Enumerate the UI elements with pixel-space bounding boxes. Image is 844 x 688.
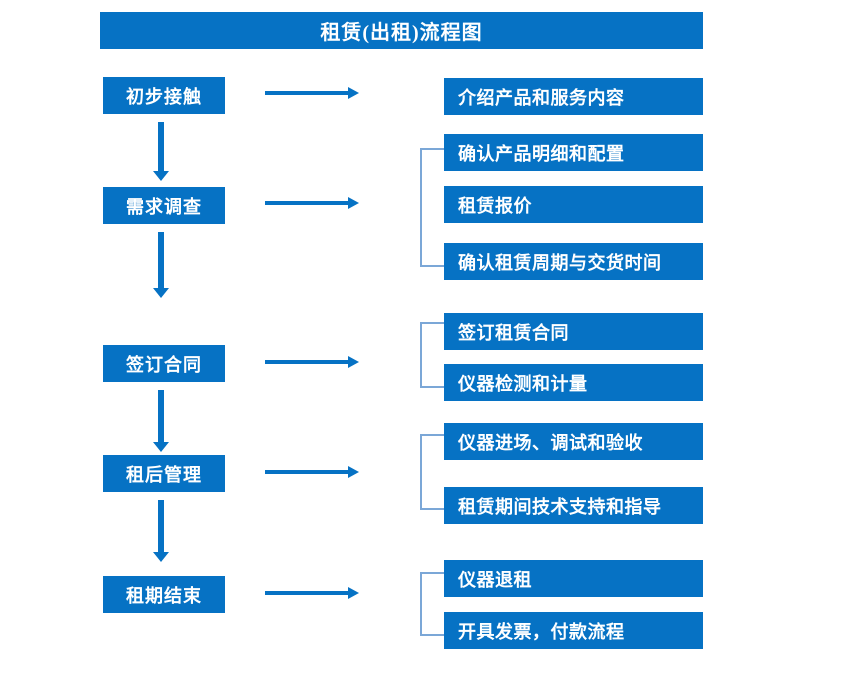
detail-box-introduce-products[interactable]: 介绍产品和服务内容 [444,78,703,115]
arrow-shaft [158,122,164,171]
arrow-down-stage-3-to-4 [153,390,169,452]
stage-box-requirement-survey[interactable]: 需求调查 [103,187,225,224]
arrow-shaft [158,500,164,552]
arrow-right-stage-4 [265,466,359,478]
stage-box-initial-contact[interactable]: 初步接触 [103,77,225,114]
group-bracket-post-rental-management [420,434,444,510]
arrow-right-stage-1 [265,87,359,99]
arrow-shaft [158,390,164,442]
arrow-right-stage-3 [265,356,359,368]
arrow-right-stage-5 [265,587,359,599]
group-bracket-sign-contract [420,322,444,388]
arrow-head [348,466,359,478]
detail-box-instrument-inspection[interactable]: 仪器检测和计量 [444,364,703,401]
arrow-down-stage-1-to-2 [153,122,169,181]
detail-box-invoice-payment[interactable]: 开具发票，付款流程 [444,612,703,649]
detail-box-technical-support[interactable]: 租赁期间技术支持和指导 [444,487,703,524]
arrow-shaft [158,232,164,288]
arrow-down-stage-2-to-3 [153,232,169,298]
group-bracket-requirement-survey [420,148,444,267]
stage-box-rental-end[interactable]: 租期结束 [103,576,225,613]
arrow-head [348,356,359,368]
arrow-shaft [265,591,348,595]
detail-box-rental-quotation[interactable]: 租赁报价 [444,186,703,223]
arrow-head [348,197,359,209]
diagram-title: 租赁(出租)流程图 [100,12,703,49]
arrow-head [153,442,169,452]
arrow-shaft [265,91,348,95]
stage-box-sign-contract[interactable]: 签订合同 [103,345,225,382]
detail-box-confirm-product-details[interactable]: 确认产品明细和配置 [444,134,703,171]
arrow-shaft [265,470,348,474]
detail-box-instrument-return[interactable]: 仪器退租 [444,560,703,597]
arrow-head [153,171,169,181]
arrow-shaft [265,360,348,364]
arrow-down-stage-4-to-5 [153,500,169,562]
arrow-head [348,87,359,99]
arrow-head [348,587,359,599]
detail-box-confirm-period-delivery[interactable]: 确认租赁周期与交货时间 [444,243,703,280]
arrow-shaft [265,201,348,205]
arrow-head [153,552,169,562]
arrow-right-stage-2 [265,197,359,209]
group-bracket-rental-end [420,572,444,636]
arrow-head [153,288,169,298]
detail-box-instrument-entry-commissioning[interactable]: 仪器进场、调试和验收 [444,423,703,460]
detail-box-sign-rental-contract[interactable]: 签订租赁合同 [444,313,703,350]
stage-box-post-rental-management[interactable]: 租后管理 [103,455,225,492]
